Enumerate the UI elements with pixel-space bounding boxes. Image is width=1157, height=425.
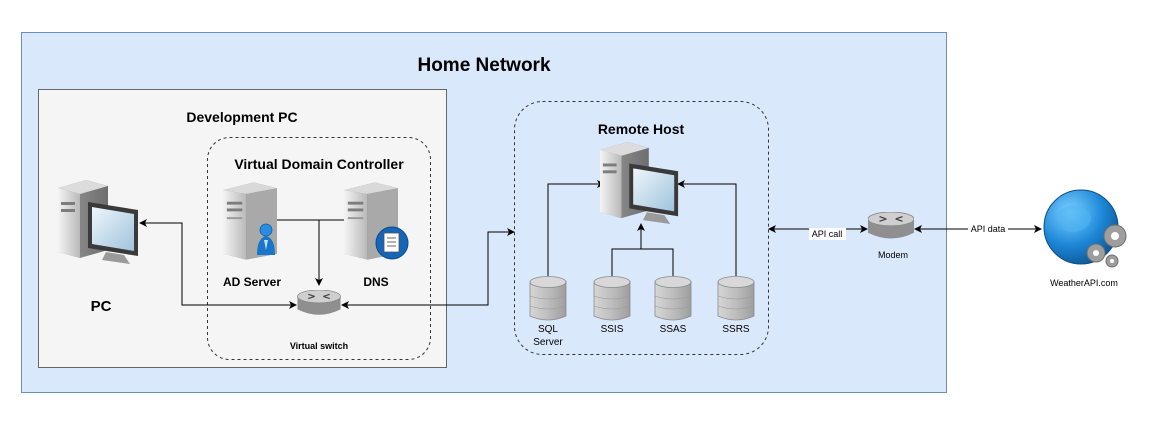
network-switch-icon bbox=[297, 290, 341, 316]
pc-node: PC bbox=[58, 180, 138, 315]
database-ssis: SSIS bbox=[593, 276, 631, 335]
database-cylinder-icon bbox=[593, 276, 631, 321]
api-call-label: API call bbox=[812, 229, 843, 239]
api-call-label-bg bbox=[809, 228, 846, 240]
development-pc-title: Development PC bbox=[186, 109, 297, 125]
pc-label: PC bbox=[91, 298, 112, 315]
home-network-title: Home Network bbox=[417, 55, 550, 76]
connector-ssis-ssas bbox=[611, 248, 674, 276]
database-label-line1: SQL bbox=[538, 324, 558, 335]
database-ssrs: SSRS bbox=[717, 276, 755, 335]
connector-pc-switch bbox=[139, 219, 297, 309]
api-data-label-bg bbox=[968, 223, 1008, 235]
remote-host-title: Remote Host bbox=[598, 121, 685, 137]
database-label-line1: SSIS bbox=[601, 324, 624, 335]
virtual-switch-label: Virtual switch bbox=[290, 341, 348, 351]
database-label-line1: SSRS bbox=[722, 324, 750, 335]
connectors bbox=[139, 180, 1042, 309]
database-cylinder-icon bbox=[529, 276, 567, 321]
database-cylinder-icon bbox=[717, 276, 755, 321]
globe-with-gears-icon bbox=[1043, 189, 1127, 268]
api-data-label: API data bbox=[971, 224, 1006, 234]
connector-ssrs-remote-host bbox=[677, 180, 737, 276]
virtual-domain-controller-title: Virtual Domain Controller bbox=[234, 156, 404, 172]
network-switch-icon bbox=[868, 212, 914, 240]
database-sql-server: SQL Server bbox=[529, 276, 567, 348]
modem-label: Modem bbox=[878, 250, 908, 260]
modem-node: Modem bbox=[868, 212, 914, 260]
virtual-switch-node: Virtual switch bbox=[290, 290, 348, 351]
document-icon bbox=[375, 226, 409, 260]
dns-server-node: DNS bbox=[344, 182, 409, 289]
connector-sql-remote-host bbox=[547, 180, 605, 276]
user-icon bbox=[257, 223, 275, 255]
connector-switch-remote-host bbox=[341, 228, 515, 309]
database-ssas: SSAS bbox=[654, 276, 692, 335]
ad-server-node: AD Server bbox=[223, 182, 281, 289]
weather-api-node: WeatherAPI.com bbox=[1043, 189, 1127, 288]
ad-server-label: AD Server bbox=[223, 275, 281, 289]
database-label-line1: SSAS bbox=[660, 324, 687, 335]
dns-label: DNS bbox=[363, 275, 388, 289]
database-cylinder-icon bbox=[654, 276, 692, 321]
database-label-line2: Server bbox=[533, 337, 563, 348]
weather-api-label: WeatherAPI.com bbox=[1050, 278, 1118, 288]
